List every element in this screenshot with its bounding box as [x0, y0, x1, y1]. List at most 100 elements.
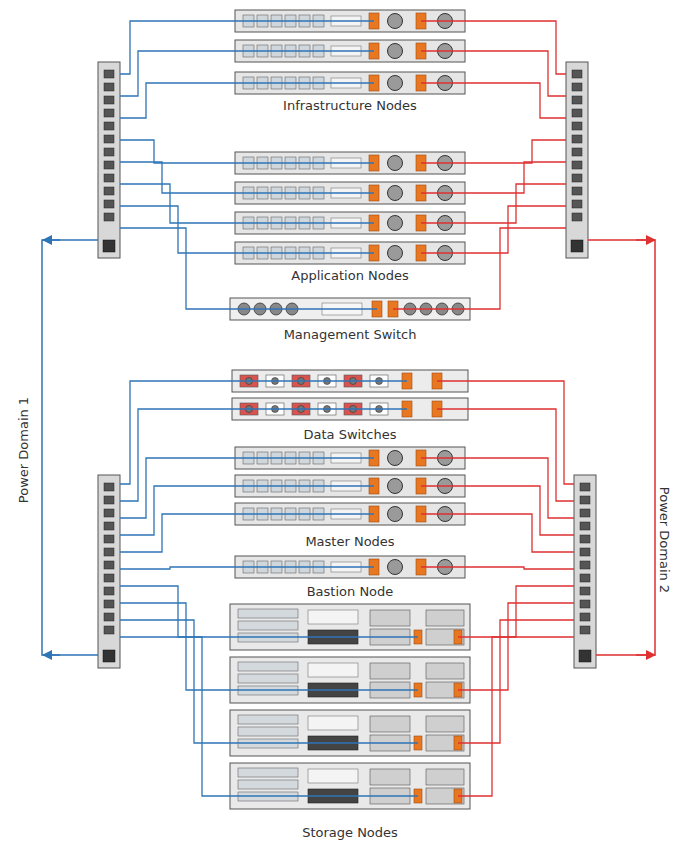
server-2u [230, 763, 470, 809]
outlet [104, 509, 114, 517]
drive-bay [238, 662, 298, 671]
group-label: Infrastructure Nodes [280, 98, 420, 114]
outlet [104, 200, 114, 208]
power-cable [120, 637, 418, 796]
power-cable [120, 206, 374, 253]
outlet [580, 574, 590, 582]
server-2u [230, 604, 470, 650]
drive-bay [238, 674, 298, 683]
server-chassis [230, 657, 470, 703]
outlet [572, 70, 582, 78]
psu [426, 610, 464, 626]
outlet [580, 561, 590, 569]
psu [370, 610, 410, 626]
outlet [104, 148, 114, 156]
power-cable [120, 51, 374, 96]
outlet [104, 600, 114, 608]
fan [388, 44, 403, 59]
power-cable [458, 603, 574, 690]
outlet [572, 135, 582, 143]
fan [388, 76, 403, 91]
outlet [580, 509, 590, 517]
power-cable [421, 184, 566, 223]
outlet [572, 109, 582, 117]
port-block [308, 716, 358, 730]
port-block [308, 769, 358, 783]
feed-arrow [43, 654, 60, 656]
outlet [104, 548, 114, 556]
drive-bay [238, 768, 298, 777]
power-cable [393, 228, 566, 309]
outlet [104, 613, 114, 621]
drive-bay [238, 780, 298, 789]
power-cable [120, 381, 407, 484]
outlet [104, 561, 114, 569]
outlet [104, 135, 114, 143]
outlet [104, 483, 114, 491]
psu [370, 663, 410, 679]
power-cable [120, 21, 374, 74]
pdu [98, 475, 120, 668]
power-feed [42, 240, 98, 655]
outlet [104, 496, 114, 504]
outlet [572, 96, 582, 104]
power-cable [120, 603, 418, 690]
psu [426, 716, 464, 732]
power-cable [120, 567, 374, 569]
outlet [572, 187, 582, 195]
fan [388, 156, 403, 171]
outlet [572, 174, 582, 182]
power-cable [421, 21, 566, 74]
outlet [104, 96, 114, 104]
power-cable [421, 83, 566, 118]
power-feed [588, 240, 655, 655]
power-cable [437, 409, 574, 501]
inlet [571, 240, 583, 252]
psu [426, 769, 464, 785]
power-cable [120, 140, 374, 163]
power-cable [421, 206, 566, 253]
outlet [104, 174, 114, 182]
outlet [580, 483, 590, 491]
pdu-body [574, 475, 596, 668]
pdu-body [98, 475, 120, 668]
group-label: Application Nodes [288, 268, 411, 284]
server-chassis [230, 604, 470, 650]
outlet [572, 122, 582, 130]
fan [388, 14, 403, 29]
drive-bay [238, 621, 298, 630]
outlet [580, 587, 590, 595]
power-cable [120, 486, 374, 535]
power-cable [120, 162, 374, 193]
outlet [572, 200, 582, 208]
pdu [566, 62, 588, 258]
fan [388, 246, 403, 261]
power-cable [421, 567, 574, 569]
fan [388, 479, 403, 494]
pdu-body [566, 62, 588, 258]
power-cable [421, 140, 566, 163]
outlet [104, 122, 114, 130]
inlet [579, 650, 591, 662]
outlet [104, 587, 114, 595]
outlet [580, 535, 590, 543]
drive-bay [238, 727, 298, 736]
outlet [104, 522, 114, 530]
inlet [103, 240, 115, 252]
outlet [104, 535, 114, 543]
group-label: Bastion Node [304, 584, 397, 600]
power-cable [421, 458, 574, 518]
pdu [98, 62, 120, 258]
group-label: Storage Nodes [299, 825, 401, 841]
outlet [104, 109, 114, 117]
outlet [572, 148, 582, 156]
server-2u [230, 710, 470, 756]
outlet [104, 83, 114, 91]
outlet [104, 626, 114, 634]
server-chassis [230, 763, 470, 809]
power-cable [458, 586, 574, 637]
inlet [103, 650, 115, 662]
outlet [580, 522, 590, 530]
